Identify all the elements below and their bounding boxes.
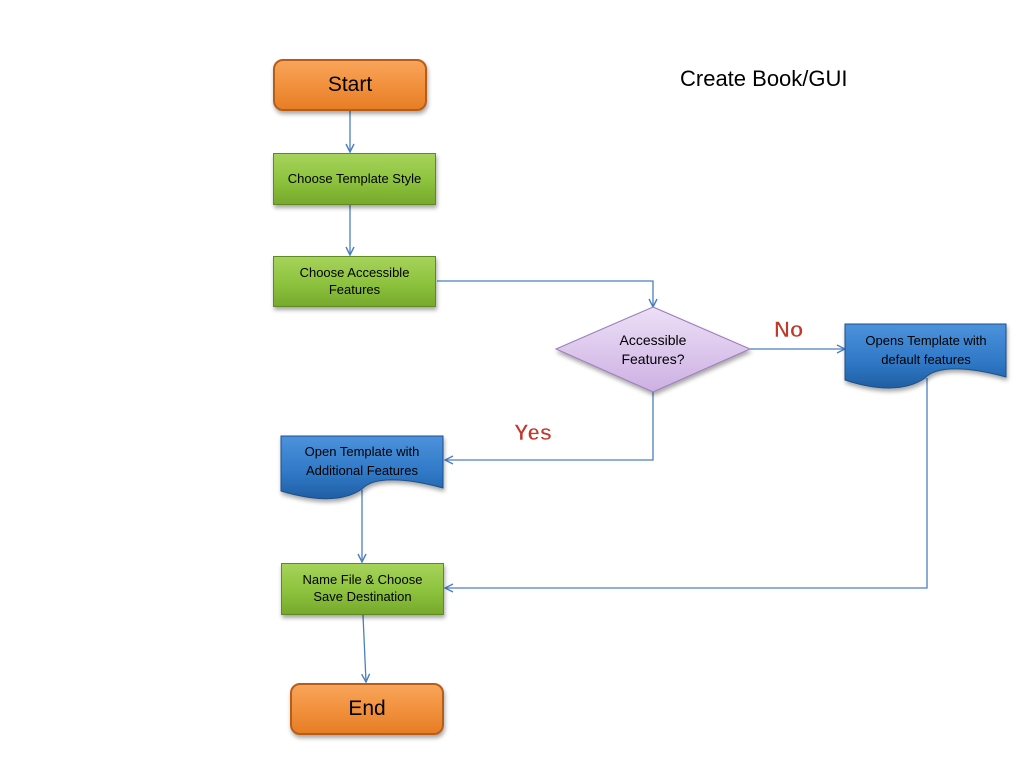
edge-features-to-decision (437, 280, 653, 307)
start-node: Start (273, 59, 427, 111)
decision-label-line2: Features? (621, 351, 684, 367)
choose-features-label: Choose Accessible Features (299, 264, 410, 297)
start-label: Start (327, 73, 373, 97)
document-default-features (844, 323, 1007, 389)
document-default-line1: Opens Template with (865, 333, 986, 348)
end-label: End (348, 697, 386, 721)
edge-label-yes: Yes (514, 420, 552, 445)
end-node: End (290, 683, 444, 735)
connectors (350, 111, 928, 682)
decision-label-line1: Accessible (620, 332, 687, 348)
name-file-node: Name File & Choose Save Destination (281, 563, 444, 615)
choose-features-node: Choose Accessible Features (273, 256, 436, 307)
diagram-title: Create Book/GUI (680, 66, 848, 91)
decision-node (554, 306, 752, 393)
edge-decision-yes (445, 392, 654, 460)
edge-label-no: No (774, 317, 803, 342)
document-additional-line2: Additional Features (306, 463, 419, 478)
document-additional-line1: Open Template with (305, 444, 420, 459)
name-file-label: Name File & Choose Save Destination (302, 572, 423, 604)
document-default-line2: default features (881, 352, 971, 367)
edge-default-to-namefile (445, 378, 928, 588)
edge-namefile-to-end (363, 614, 366, 682)
choose-template-label: Choose Template Style (287, 170, 422, 186)
choose-template-node: Choose Template Style (273, 153, 436, 205)
document-additional-features (280, 435, 444, 500)
